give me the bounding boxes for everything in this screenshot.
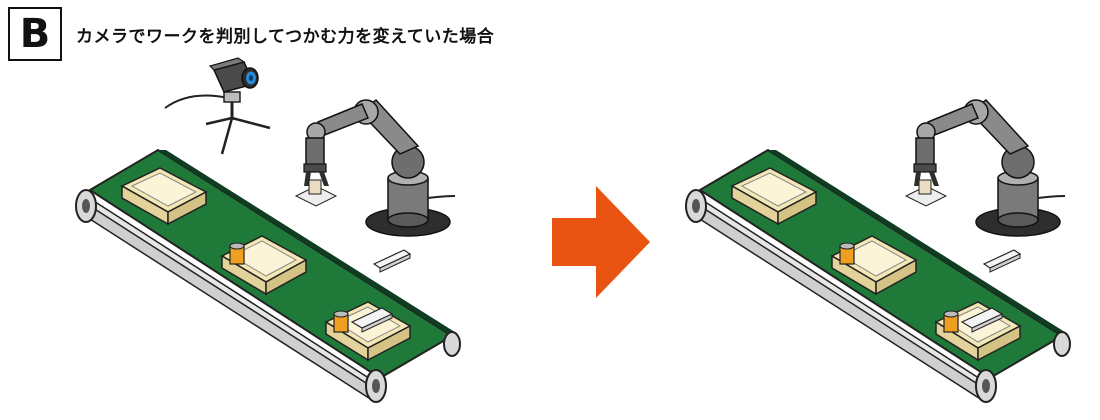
- right-scene: [685, 99, 1071, 403]
- robot-arm-right: [905, 99, 1066, 273]
- camera-icon: [164, 57, 271, 155]
- diagram-title: カメラでワークを判別してつかむ力を変えていた場合: [76, 27, 495, 47]
- left-scene: [75, 57, 461, 403]
- right-arrow-icon: [552, 186, 650, 298]
- robot-arm-left: [295, 99, 456, 273]
- section-badge: B: [8, 7, 62, 61]
